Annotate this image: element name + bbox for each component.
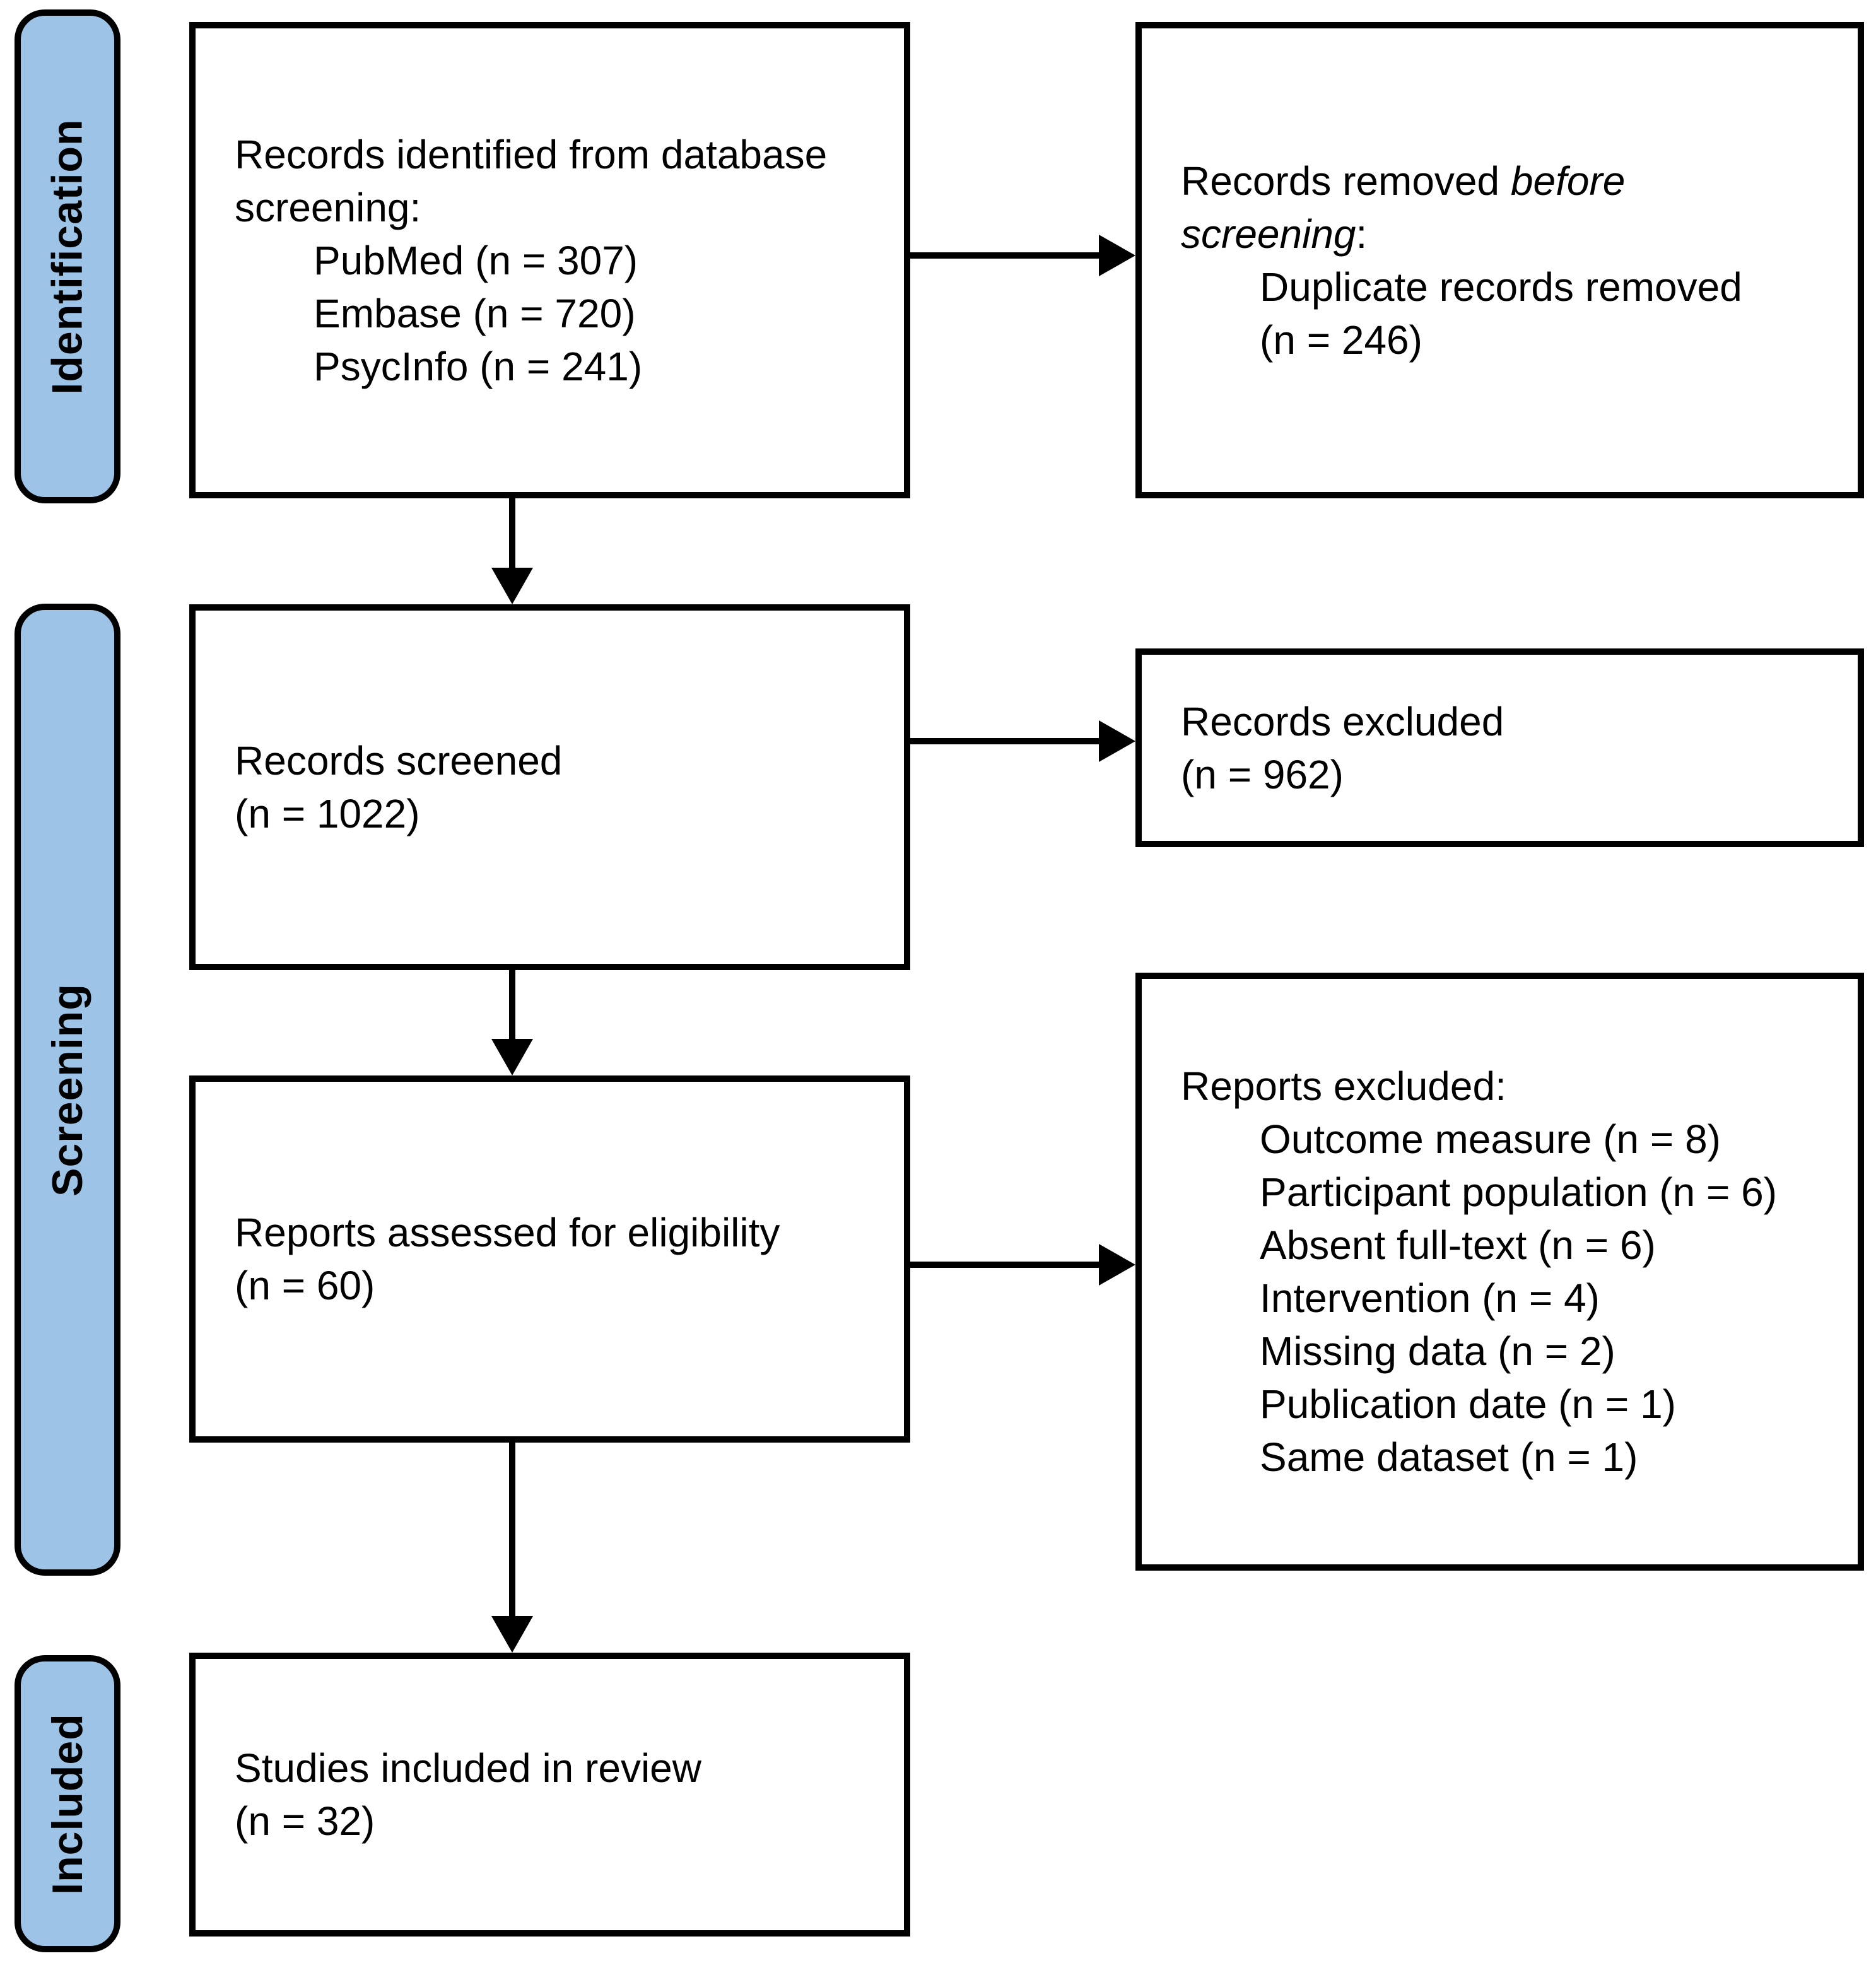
box-text-line: Records screened <box>235 738 563 783</box>
arrow-head-icon <box>491 1039 533 1075</box>
stage-bar-included: Included <box>15 1655 120 1952</box>
arrow-line-identified-to-removed <box>910 252 1099 259</box>
records-screened-count: (n = 1022) <box>235 791 420 836</box>
duplicates-removed-count: (n = 246) <box>1260 317 1422 363</box>
box-text-line: Records removed before <box>1181 155 1840 208</box>
duplicates-removed-label: Duplicate records removed <box>1260 264 1742 310</box>
flow-box-records-removed: Records removed before screening: Duplic… <box>1135 22 1864 498</box>
records-excluded-count: (n = 962) <box>1181 751 1344 797</box>
box-text-line: Reports excluded: <box>1181 1064 1506 1109</box>
box-text-segment: Records removed <box>1181 158 1511 204</box>
flow-box-records-identified: Records identified from database screeni… <box>189 22 910 498</box>
database-count-pubmed: PubMed (n = 307) <box>314 237 638 283</box>
arrow-line-screened-to-assessed <box>509 970 515 1039</box>
stage-label-identification: Identification <box>44 118 92 395</box>
database-count-psycinfo: PsycInfo (n = 241) <box>314 343 643 389</box>
stage-label-included: Included <box>44 1713 92 1895</box>
exclusion-reason: Intervention (n = 4) <box>1260 1275 1600 1321</box>
exclusion-reason: Publication date (n = 1) <box>1260 1381 1676 1427</box>
reports-assessed-count: (n = 60) <box>235 1263 375 1308</box>
flow-box-records-screened: Records screened (n = 1022) <box>189 604 910 970</box>
flow-box-records-excluded: Records excluded (n = 962) <box>1135 648 1864 847</box>
box-text-line: Reports assessed for eligibility <box>235 1210 780 1255</box>
box-text-segment: : <box>1356 211 1368 257</box>
stage-bar-screening: Screening <box>15 604 120 1576</box>
arrow-line-screened-to-excluded <box>910 738 1099 744</box>
arrow-head-icon <box>1099 1244 1135 1286</box>
exclusion-reason: Same dataset (n = 1) <box>1260 1434 1638 1480</box>
box-text-line: screening: <box>235 184 421 230</box>
flow-box-reports-assessed: Reports assessed for eligibility (n = 60… <box>189 1075 910 1443</box>
stage-label-screening: Screening <box>44 983 91 1197</box>
stage-bar-identification: Identification <box>15 9 120 503</box>
box-text-line: screening: <box>1181 208 1840 261</box>
box-text-segment-italic: before <box>1510 158 1626 204</box>
exclusion-reason: Outcome measure (n = 8) <box>1260 1116 1721 1162</box>
studies-included-count: (n = 32) <box>235 1798 375 1844</box>
arrow-head-icon <box>491 1616 533 1653</box>
flow-box-reports-excluded: Reports excluded: Outcome measure (n = 8… <box>1135 973 1864 1571</box>
arrow-line-assessed-to-reports-excluded <box>910 1262 1099 1268</box>
flow-box-studies-included: Studies included in review (n = 32) <box>189 1653 910 1937</box>
arrow-line-assessed-to-included <box>509 1443 515 1616</box>
exclusion-reason: Participant population (n = 6) <box>1260 1169 1778 1215</box>
exclusion-reason: Absent full-text (n = 6) <box>1260 1222 1656 1268</box>
arrow-head-icon <box>491 568 533 604</box>
arrow-head-icon <box>1099 235 1135 276</box>
arrow-head-icon <box>1099 720 1135 762</box>
database-count-embase: Embase (n = 720) <box>314 290 636 336</box>
box-text-line: Records excluded <box>1181 698 1504 744</box>
box-text-segment-italic: screening <box>1181 211 1356 257</box>
box-text-line: Records identified from database <box>235 131 828 177</box>
exclusion-reason: Missing data (n = 2) <box>1260 1328 1615 1374</box>
box-text-line: Studies included in review <box>235 1745 701 1791</box>
arrow-line-identified-to-screened <box>509 498 515 568</box>
